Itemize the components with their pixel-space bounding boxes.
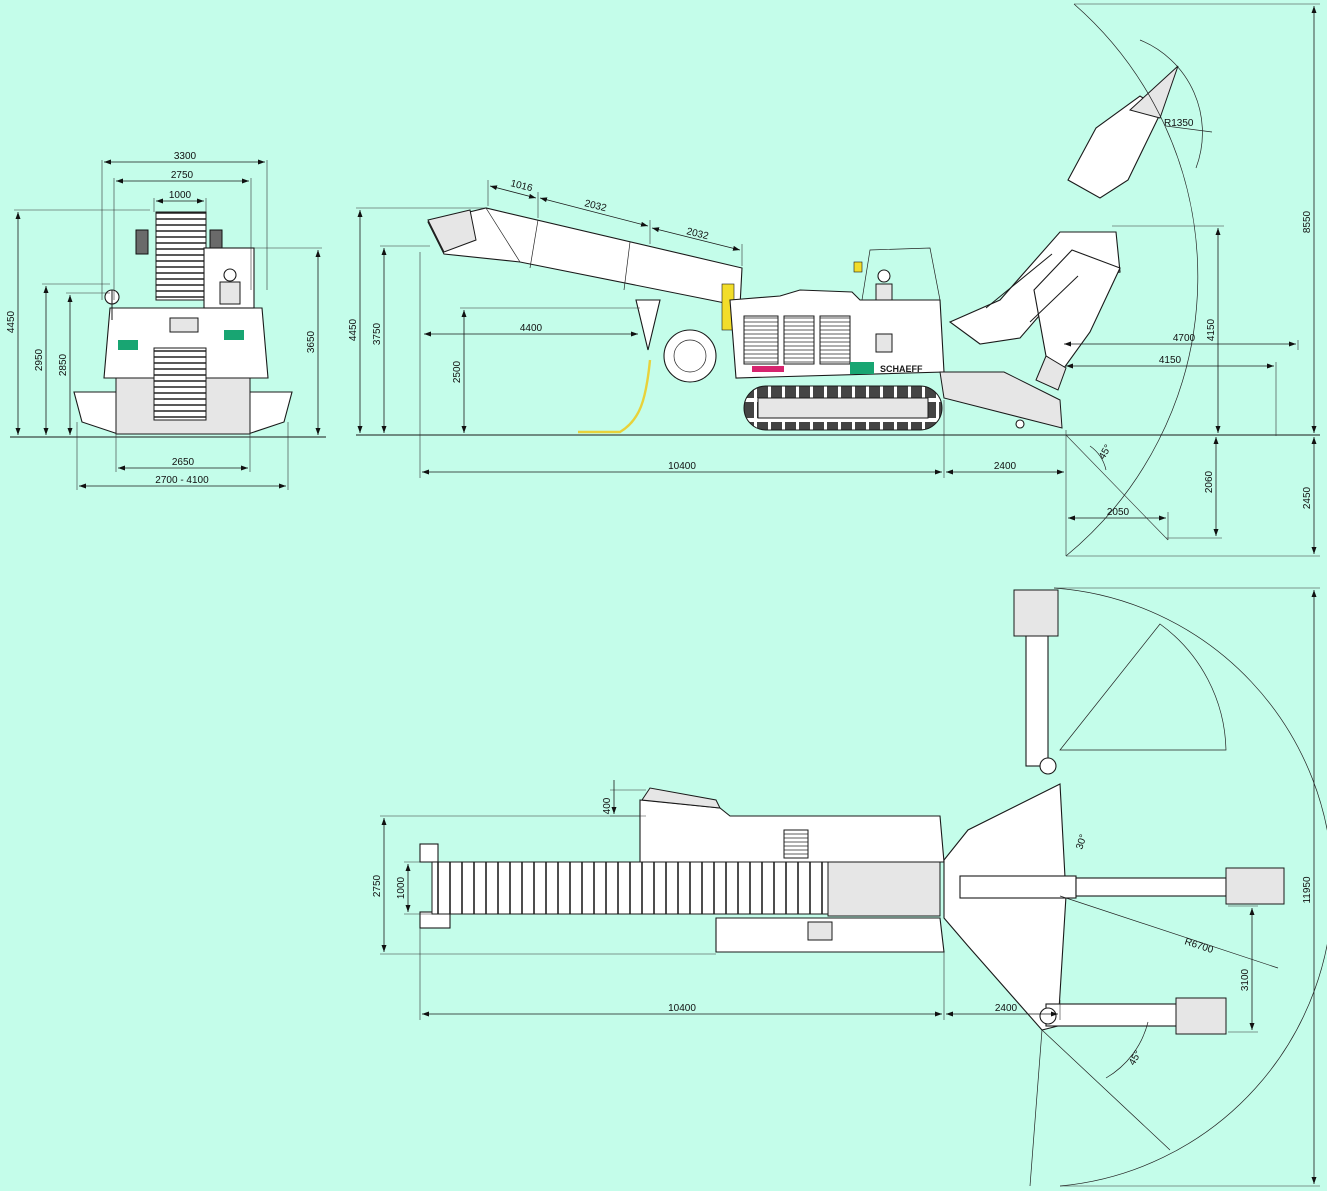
top-bucket-up bbox=[1013, 589, 1059, 637]
top-conveyor-hopper bbox=[827, 857, 941, 917]
top-dim-side-offset-label: 400 bbox=[602, 797, 613, 814]
top-dim-swing-angle-a-label: 30° bbox=[1074, 833, 1089, 851]
front-dim-cab-height-label: 3650 bbox=[306, 330, 317, 353]
front-left-hopper bbox=[135, 229, 149, 255]
side-dim-discharge-length-label: 4400 bbox=[520, 323, 543, 334]
side-logo-green bbox=[850, 362, 874, 374]
side-dim-seg-c bbox=[651, 227, 741, 251]
side-conveyor-seg-1 bbox=[485, 207, 521, 263]
top-conveyor-end-a bbox=[419, 843, 439, 863]
top-bucket-down bbox=[1175, 997, 1227, 1035]
top-bucket-center bbox=[1225, 867, 1285, 905]
side-radius-arc bbox=[1139, 39, 1203, 169]
top-swing-sector bbox=[1059, 623, 1227, 751]
top-loading-apron bbox=[943, 783, 1067, 1031]
top-dim-total-width-label: 11950 bbox=[1302, 876, 1313, 904]
top-view: 400 2750 1000 10400 2400 30° R6700 3100 … bbox=[372, 587, 1327, 1187]
side-operator-head bbox=[877, 269, 891, 283]
side-dim-seg-a-label: 1016 bbox=[509, 178, 534, 194]
side-bucket bbox=[1035, 355, 1067, 391]
side-cable-reel bbox=[663, 329, 717, 383]
front-dim-spread-width-label: 2700 - 4100 bbox=[155, 475, 209, 486]
top-boom-center bbox=[959, 875, 1077, 899]
front-operator-head bbox=[223, 268, 237, 282]
side-dim-seg-b-label: 2032 bbox=[583, 198, 608, 214]
top-arm-up bbox=[1025, 631, 1049, 767]
top-vent bbox=[783, 829, 809, 859]
side-dig-line bbox=[1065, 434, 1169, 541]
side-vent-2 bbox=[783, 315, 815, 365]
top-dim-length-label: 10400 bbox=[668, 1003, 696, 1014]
side-conveyor-head bbox=[427, 209, 477, 253]
side-dim-reach-a-label: 4700 bbox=[1173, 333, 1196, 344]
front-dim-height-a-label: 2950 bbox=[34, 348, 45, 371]
side-dim-reach-b-label: 4150 bbox=[1159, 355, 1182, 366]
side-swing-arc bbox=[1065, 3, 1199, 557]
side-vent-3 bbox=[819, 315, 851, 365]
side-dim-length-label: 10400 bbox=[668, 461, 696, 472]
side-dim-angle-label: 45° bbox=[1097, 443, 1114, 462]
side-vent-1 bbox=[743, 315, 779, 365]
side-dim-seg-b bbox=[539, 197, 649, 227]
top-side-chute bbox=[641, 787, 721, 809]
side-dim-seg-c-label: 2032 bbox=[685, 226, 710, 242]
side-dim-conveyor-height-label: 3750 bbox=[372, 322, 383, 345]
front-dim-conveyor-width-label: 1000 bbox=[169, 190, 192, 201]
front-operator-body bbox=[219, 281, 241, 305]
side-dim-total-depth-label: 2450 bbox=[1302, 486, 1313, 509]
side-dim-boom-height-label: 4150 bbox=[1206, 318, 1217, 341]
side-beacon bbox=[853, 261, 863, 273]
top-dim-radius-label: R6700 bbox=[1183, 936, 1215, 956]
front-logo-right bbox=[224, 330, 244, 340]
top-conveyor bbox=[431, 861, 829, 915]
side-loading-apron bbox=[939, 371, 1063, 429]
side-cable bbox=[578, 359, 652, 434]
side-track-frame bbox=[757, 397, 929, 419]
side-dim-front-length-label: 2400 bbox=[994, 461, 1017, 472]
side-boom-support bbox=[635, 299, 661, 351]
top-dim-front-length-label: 2400 bbox=[995, 1003, 1018, 1014]
side-bucket-raised bbox=[1128, 65, 1179, 119]
front-lower-conveyor bbox=[153, 347, 207, 421]
front-panel bbox=[169, 317, 199, 333]
top-dim-width-label: 2750 bbox=[372, 874, 383, 897]
side-dim-discharge-height-label: 2500 bbox=[452, 360, 463, 383]
front-dim-top-width-label: 3300 bbox=[174, 151, 197, 162]
front-upper-conveyor bbox=[155, 211, 207, 301]
side-dim-overall-height-label: 4450 bbox=[348, 318, 359, 341]
front-dim-overall-height-label: 4450 bbox=[6, 310, 17, 333]
side-panel bbox=[875, 333, 893, 353]
top-swing-lines bbox=[1029, 1029, 1171, 1187]
top-swing-arc bbox=[1053, 587, 1327, 1187]
front-dim-upper-width-label: 2750 bbox=[171, 170, 194, 181]
side-brand-logo: SCHAEFF bbox=[880, 364, 923, 374]
side-cab-frame bbox=[861, 247, 941, 301]
top-panel bbox=[807, 921, 833, 941]
front-logo-left bbox=[118, 340, 138, 350]
side-logo-red bbox=[752, 366, 784, 372]
side-dim-seg-a bbox=[489, 185, 537, 199]
side-dim-dig-reach-label: 2050 bbox=[1107, 507, 1130, 518]
side-operator-body bbox=[875, 283, 893, 301]
top-dim-swing-angle-b-label: 45° bbox=[1127, 1049, 1144, 1068]
side-view: SCHAEFF 1016 2032 bbox=[348, 3, 1320, 557]
front-dim-height-b-label: 2850 bbox=[58, 353, 69, 376]
top-dim-conveyor-width-label: 1000 bbox=[396, 876, 407, 899]
front-dim-track-width-label: 2650 bbox=[172, 457, 195, 468]
side-dim-max-height-label: 8550 bbox=[1302, 210, 1313, 233]
front-view: 3300 2750 1000 2650 2700 - 4100 4450 295… bbox=[6, 151, 326, 490]
top-dim-side-reach-label: 3100 bbox=[1240, 968, 1251, 991]
side-dim-depth-label: 2060 bbox=[1204, 470, 1215, 493]
side-dim-radius-label: R1350 bbox=[1164, 118, 1194, 129]
side-conveyor-boom bbox=[427, 207, 743, 307]
top-arm-center bbox=[1075, 877, 1227, 897]
